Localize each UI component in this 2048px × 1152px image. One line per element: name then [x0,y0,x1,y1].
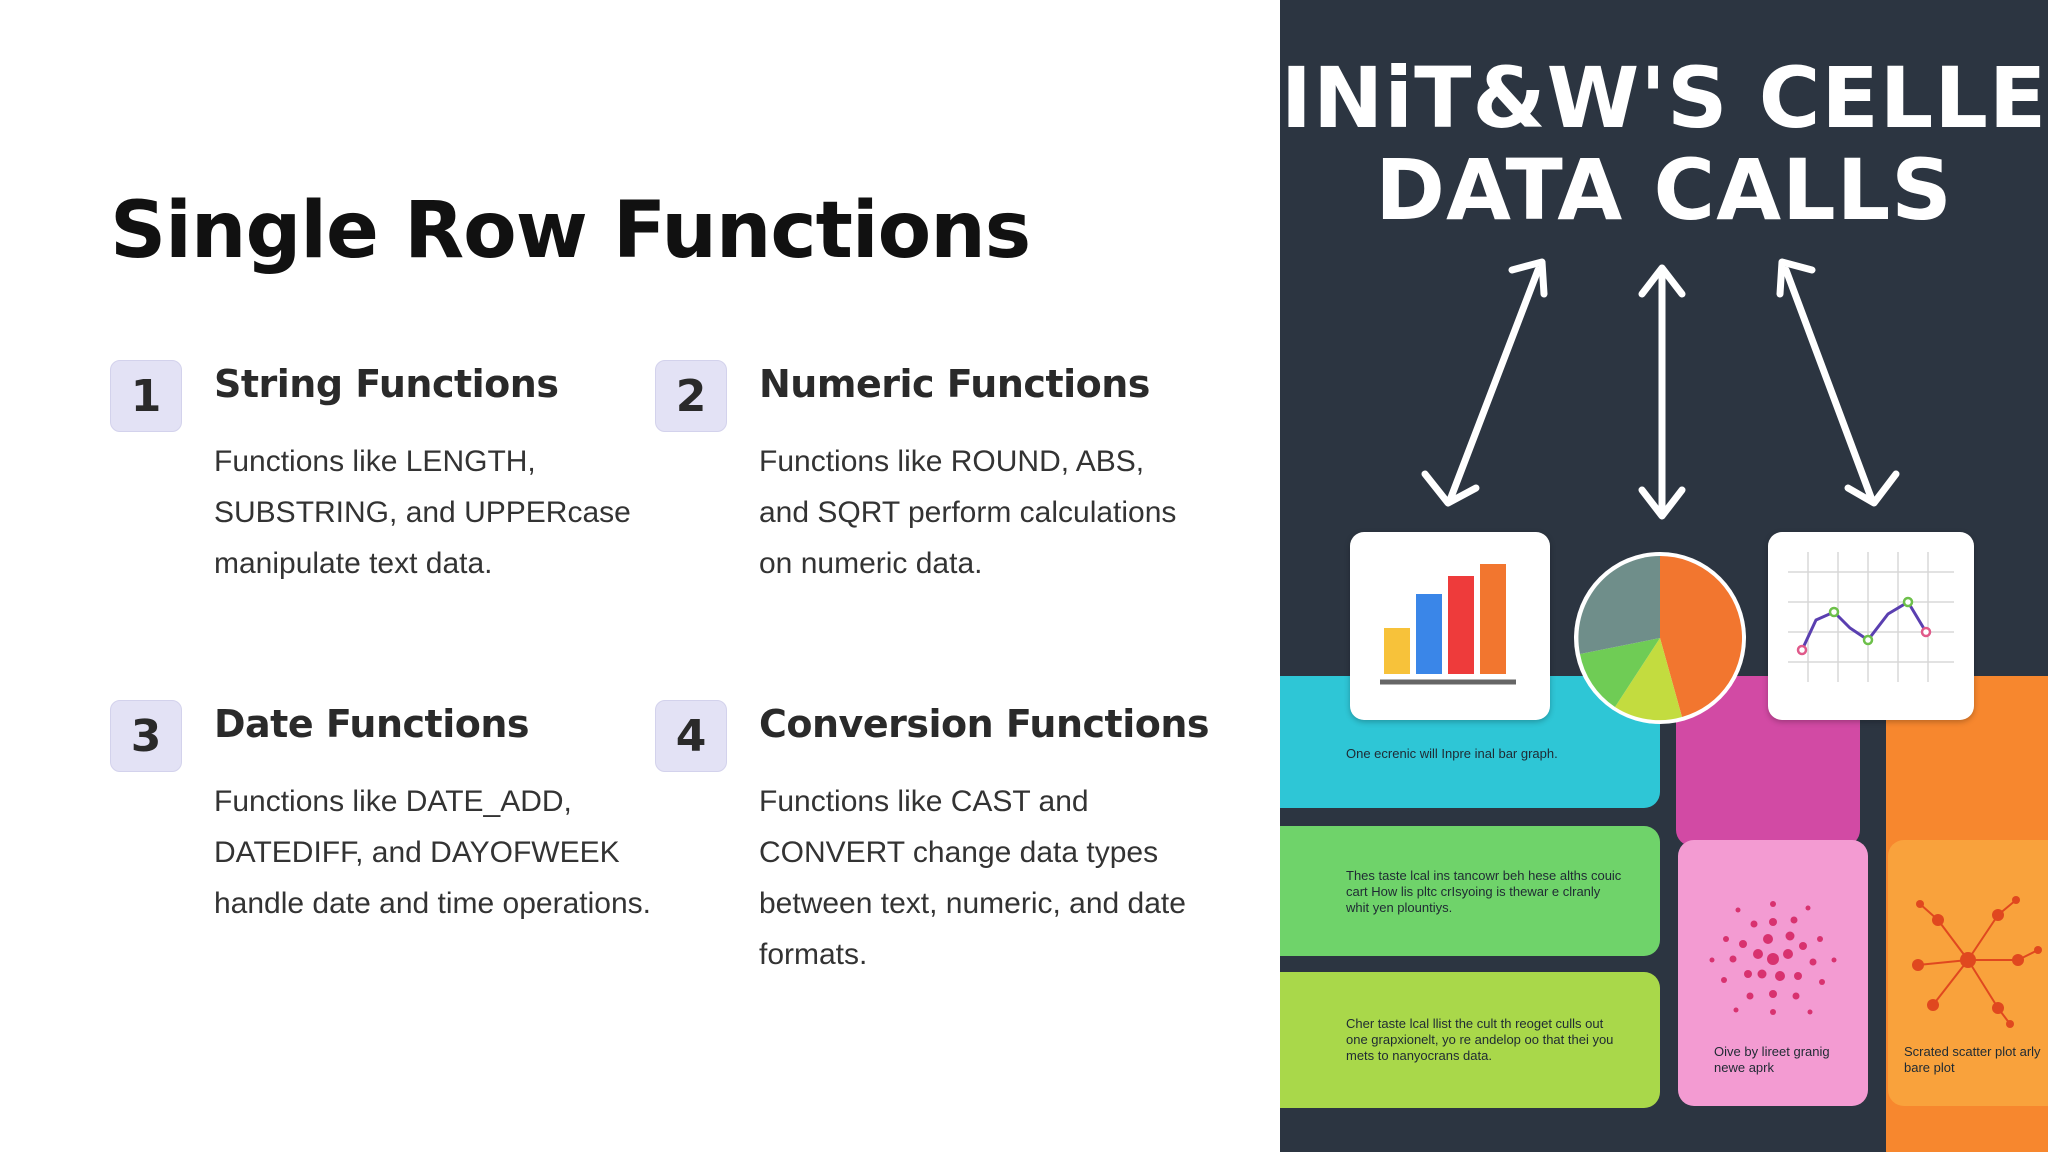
slide-text-area: Single Row Functions 1 String Functions … [110,186,1210,971]
line-chart-icon [1788,552,1954,682]
illustration-title-line-1: INiT&W'S CELLE [1280,49,2048,147]
illustration-title: INiT&W'S CELLE DATA CALLS [1280,52,2048,236]
panel-lime-text: Cher taste lcal llist the cult th reoget… [1346,1016,1614,1063]
panel-cyan-text: One ecrenic will Inpre inal bar graph. [1346,746,1558,761]
item-description: Functions like ROUND, ABS, and SQRT perf… [759,445,1177,580]
bar-chart-card [1350,532,1550,720]
line-chart-card [1768,532,1974,720]
item-title: Conversion Functions [759,702,1210,746]
item-title: Date Functions [214,702,530,746]
panel-pink-text: Oive by lireet granig newe aprk [1714,1044,1830,1075]
item-title: String Functions [214,362,559,406]
bar-chart-icon [1380,564,1516,685]
network-graphic [1912,896,2042,1028]
item-description: Functions like DATE_ADD, DATEDIFF, and D… [214,785,651,920]
number-badge: 3 [110,700,182,772]
illustration-title-line-2: DATA CALLS [1375,141,1953,239]
number-badge: 4 [655,700,727,772]
item-description: Functions like CAST and CONVERT change d… [759,785,1186,971]
infographic-illustration: INiT&W'S CELLE DATA CALLS One ecrenic wi… [1280,0,2048,1152]
dot-cluster-graphic [1709,901,1837,1015]
item-title: Numeric Functions [759,362,1150,406]
panel-pink: Oive by lireet granig newe aprk [1678,840,1868,1106]
page-title: Single Row Functions [110,186,1031,276]
panel-orange-text: Scrated scatter plot arly bare plot [1904,1044,2041,1075]
number-badge: 2 [655,360,727,432]
panel-green: Thes taste lcal ins tancowr beh hese alt… [1280,826,1660,956]
panel-lime: Cher taste lcal llist the cult th reoget… [1280,972,1660,1108]
panel-green-text: Thes taste lcal ins tancowr beh hese alt… [1346,868,1622,915]
number-badge: 1 [110,360,182,432]
pie-chart-icon [1574,552,1746,724]
arrows-graphic [1421,258,1900,520]
item-description: Functions like LENGTH, SUBSTRING, and UP… [214,445,631,580]
panel-orange-light: Scrated scatter plot arly bare plot [1888,840,2048,1106]
